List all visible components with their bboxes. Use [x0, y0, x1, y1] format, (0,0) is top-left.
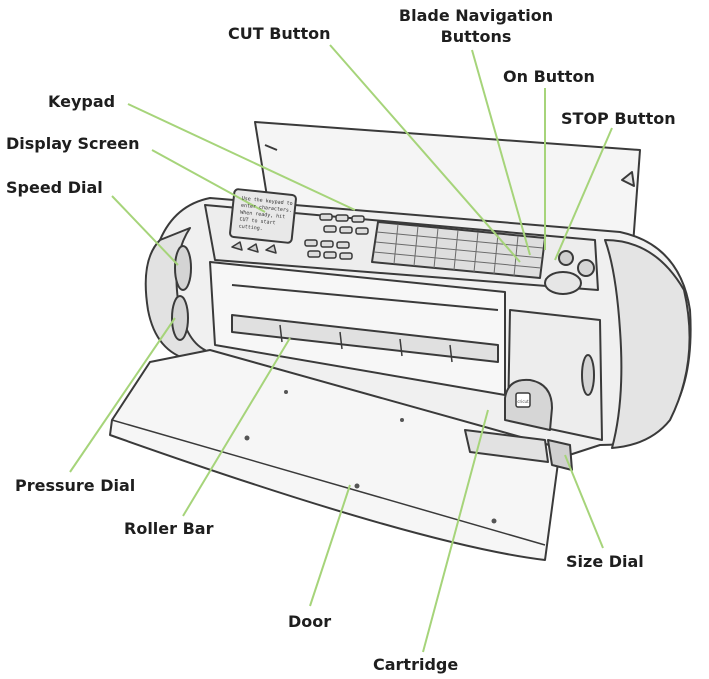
label-blade-navigation-line2: Buttons — [440, 27, 512, 46]
leader-door — [309, 484, 351, 607]
label-size-dial: Size Dial — [566, 552, 644, 571]
display-text-line: CUT to start — [239, 217, 276, 227]
leader-cartridge — [422, 409, 489, 653]
leader-display-screen — [151, 149, 266, 213]
cut-button — [544, 271, 582, 295]
stop-button — [577, 259, 595, 277]
label-blade-navigation-line1: Blade Navigation — [398, 6, 554, 25]
label-door: Door — [288, 612, 332, 631]
label-stop-button: STOP Button — [561, 109, 676, 128]
display-text-line: cutting. — [238, 224, 263, 232]
label-cartridge: Cartridge — [373, 655, 459, 674]
pressure-dial — [171, 295, 189, 341]
label-roller-bar: Roller Bar — [124, 519, 214, 538]
door-hinge — [464, 429, 549, 463]
display-buttons — [231, 241, 277, 254]
label-pressure-dial: Pressure Dial — [15, 476, 136, 495]
on-button — [558, 250, 574, 266]
label-speed-dial: Speed Dial — [6, 178, 103, 197]
door-screws — [244, 390, 497, 524]
leader-cut-button — [329, 44, 521, 263]
cartridge-logo — [515, 392, 531, 408]
right-dial — [581, 354, 595, 396]
display-text-line: enter characters. — [241, 203, 293, 214]
cartridge-logo-text: cricut — [517, 399, 529, 404]
function-buttons — [304, 213, 369, 260]
leader-pressure-dial — [69, 317, 176, 473]
machine-illustration — [109, 121, 692, 561]
label-display-screen: Display Screen — [6, 134, 140, 153]
label-blade-navigation-buttons: Blade Navigation Buttons — [389, 5, 563, 47]
leader-size-dial — [564, 454, 604, 549]
right-end-cap — [604, 239, 691, 449]
label-cut-button: CUT Button — [228, 24, 331, 43]
display-text-line: When ready, hit — [240, 210, 286, 221]
leader-roller-bar — [182, 337, 291, 517]
leader-stop-button — [554, 127, 613, 261]
speed-dial — [174, 245, 192, 291]
leader-keypad — [127, 103, 356, 211]
display-text-line: Use the keypad to — [241, 196, 293, 207]
keypad-grid — [373, 223, 544, 277]
label-keypad: Keypad — [48, 92, 116, 111]
label-on-button: On Button — [503, 67, 595, 86]
leader-speed-dial — [111, 195, 179, 266]
door — [109, 349, 561, 561]
leader-lines — [69, 44, 613, 653]
roller-bar — [231, 314, 499, 363]
leader-blade-navigation — [471, 49, 531, 256]
